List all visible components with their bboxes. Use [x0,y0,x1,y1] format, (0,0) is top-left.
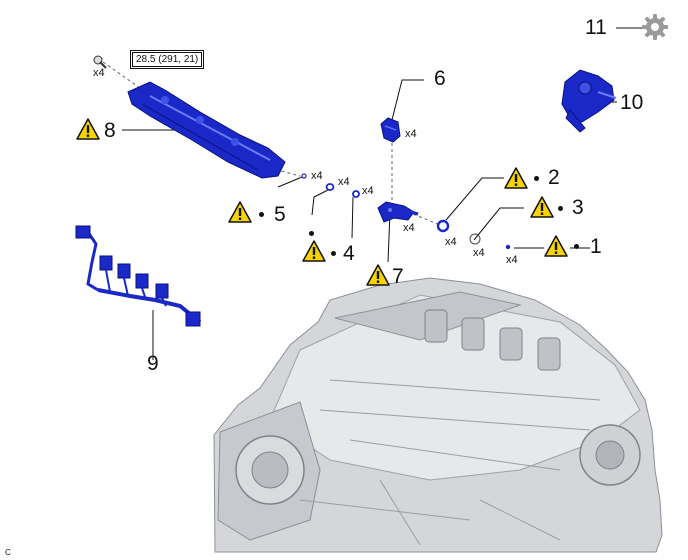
gear-icon[interactable] [641,13,669,41]
bullet-mark [309,231,314,236]
fuel-pump-part [561,69,617,133]
quantity-label: x4 [362,185,374,197]
quantity-label: x4 [93,67,105,79]
bullet-mark [558,206,563,211]
ring-part [469,233,481,245]
bullet-mark [534,176,539,181]
engine-illustration [213,277,663,553]
warning-icon [544,235,568,257]
callout-5: 5 [274,203,286,226]
quantity-label: x4 [506,254,518,266]
warning-icon [76,118,100,140]
quantity-label: x4 [403,222,415,234]
callout-9: 9 [147,352,159,375]
warning-icon [504,167,528,189]
warning-icon [366,264,390,286]
warning-icon [228,201,252,223]
callout-7: 7 [392,265,404,288]
warning-icon [302,240,326,262]
o-ring-part [352,190,360,198]
bullet-mark [259,212,264,217]
callout-6: 6 [434,67,446,90]
wire-harness-part [75,225,202,327]
washer-part [505,244,511,250]
callout-2: 2 [548,166,560,189]
callout-10: 10 [620,91,644,114]
assembly-lines [102,61,441,226]
quantity-label: x4 [473,247,485,259]
quantity-label: x4 [445,236,457,248]
torque-spec-box: 28.5 (291, 21) [130,50,205,69]
o-ring-part [325,183,335,191]
callout-11: 11 [585,16,607,39]
callout-8: 8 [104,119,116,142]
callout-1: 1 [590,235,602,258]
quantity-label: x4 [311,170,323,182]
bolt-part [93,55,107,69]
seal-part [436,219,450,233]
bullet-mark [574,244,579,249]
torque-spec-text: 28.5 (291, 21) [132,52,203,67]
injector-part [377,201,419,223]
leader-lines [122,27,644,360]
callout-4: 4 [343,242,355,265]
bullet-mark [331,251,336,256]
clamp-part [380,117,401,143]
quantity-label: x4 [338,176,350,188]
fuel-delivery-pipe-part [127,81,286,179]
gasket-part [301,173,307,179]
quantity-label: x4 [405,128,417,140]
warning-icon [530,196,554,218]
callout-3: 3 [572,196,584,219]
corner-mark: C [5,548,11,557]
